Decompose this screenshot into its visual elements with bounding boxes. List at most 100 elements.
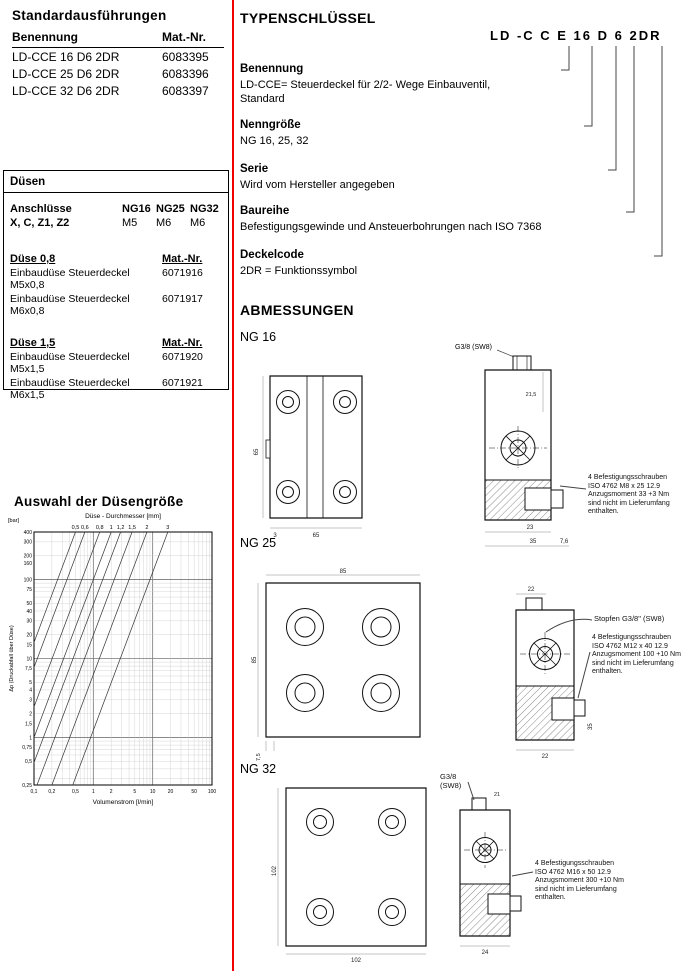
- chart-title: Auswahl der Düsengröße: [14, 494, 184, 509]
- svg-text:160: 160: [24, 561, 33, 567]
- red-column-divider: [232, 0, 234, 971]
- svg-text:3: 3: [166, 525, 169, 531]
- svg-text:2: 2: [29, 711, 32, 717]
- port-label: G3/8 (SW8): [455, 344, 492, 351]
- svg-text:0,2: 0,2: [48, 789, 55, 795]
- svg-text:1,5: 1,5: [128, 525, 136, 531]
- table-row: LD-CCE 25 D6 2DR 6083396: [12, 65, 224, 82]
- thread-ng32: M6: [190, 217, 206, 229]
- ng25-label: NG 25: [240, 536, 277, 550]
- standard-versions-section: Standardausführungen Benennung Mat.-Nr. …: [12, 8, 224, 99]
- ports-label: Anschlüsse: [10, 203, 72, 215]
- fastening-screw: [574, 700, 585, 716]
- ng25-front-view-drawing: 85 85 7,5: [252, 569, 433, 761]
- duese-15-header: Düse 1,5 Mat.-Nr.: [10, 337, 222, 349]
- part-name: LD-CCE 16 D6 2DR: [12, 50, 120, 64]
- divider: [4, 192, 228, 193]
- svg-text:21: 21: [494, 792, 500, 798]
- svg-text:Düse - Durchmesser [mm]: Düse - Durchmesser [mm]: [85, 513, 161, 520]
- thread-ng16: M5: [122, 217, 138, 229]
- svg-text:1: 1: [29, 735, 32, 741]
- svg-text:1: 1: [110, 525, 113, 531]
- ng32-side-view-drawing: 21 24: [430, 792, 530, 956]
- svg-text:Volumenstrom [l/min]: Volumenstrom [l/min]: [93, 799, 154, 806]
- part-name: LD-CCE 25 D6 2DR: [12, 67, 120, 81]
- column-header-matnr: Mat.-Nr.: [162, 30, 224, 48]
- section-title: Baureihe: [240, 205, 290, 217]
- svg-text:0,1: 0,1: [31, 789, 38, 795]
- list-item: Einbaudüse Steuerdeckel M6x1,5 6071921: [10, 377, 222, 401]
- part-number: 6083396: [162, 67, 209, 81]
- svg-text:7,5: 7,5: [256, 753, 262, 761]
- leader-nenngroesse: [584, 46, 593, 127]
- section-title: Deckelcode: [240, 249, 304, 261]
- abmessungen-title: ABMESSUNGEN: [240, 302, 354, 318]
- svg-text:30: 30: [26, 619, 32, 625]
- svg-text:200: 200: [24, 554, 33, 560]
- duese-name: Einbaudüse Steuerdeckel M6x1,5: [10, 377, 130, 401]
- svg-text:3: 3: [29, 698, 32, 704]
- group-matnr-label: Mat.-Nr.: [162, 253, 203, 265]
- section-title: Serie: [240, 163, 269, 175]
- svg-text:100: 100: [24, 577, 33, 583]
- ng32-col: NG32: [190, 203, 219, 215]
- svg-text:35: 35: [530, 539, 537, 545]
- type-section-deckelcode: Deckelcode 2DR = Funktionssymbol: [240, 248, 562, 278]
- part-number: 6083397: [162, 84, 209, 98]
- svg-text:[bar]: [bar]: [8, 518, 19, 524]
- leader-deckelcode: [654, 46, 663, 257]
- type-section-nenngroesse: Nenngröße NG 16, 25, 32: [240, 118, 562, 148]
- svg-text:Δp (Druckabfall über Düse): Δp (Druckabfall über Düse): [9, 625, 15, 692]
- svg-text:2: 2: [110, 789, 113, 795]
- svg-text:20: 20: [168, 789, 174, 795]
- type-section-benennung: Benennung LD-CCE= Steuerdeckel für 2/2- …: [240, 62, 562, 106]
- svg-text:85: 85: [340, 569, 347, 575]
- svg-text:3: 3: [273, 533, 277, 539]
- side-notch: [266, 440, 270, 458]
- svg-text:23: 23: [527, 525, 534, 531]
- svg-text:7,6: 7,6: [560, 539, 569, 545]
- leader-benennung: [561, 46, 570, 71]
- svg-text:400: 400: [24, 530, 33, 536]
- table-row: LD-CCE 32 D6 2DR 6083397: [12, 82, 224, 99]
- svg-text:35: 35: [588, 723, 594, 730]
- type-section-baureihe: Baureihe Befestigungsgewinde und Ansteue…: [240, 204, 562, 234]
- type-code: LD -C C E 16 D 6 2DR: [490, 28, 662, 43]
- svg-text:21,5: 21,5: [526, 392, 537, 398]
- typenschluessel-title: TYPENSCHLÜSSEL: [240, 10, 376, 26]
- bolt-hole-circles: [287, 609, 400, 712]
- section-title: Benennung: [240, 63, 304, 75]
- svg-text:85: 85: [252, 656, 258, 663]
- duesen-title: Düsen: [10, 176, 46, 188]
- ng25-side-view-drawing: 22 22 35: [490, 587, 594, 760]
- fastening-screw: [551, 490, 563, 508]
- svg-text:7,5: 7,5: [25, 666, 32, 672]
- duese-number: 6071921: [162, 377, 203, 389]
- ng16-front-view-drawing: 65 3 65: [254, 360, 380, 539]
- bolt-hole-circles: [307, 809, 406, 926]
- ng16-label: NG 16: [240, 330, 277, 344]
- duesen-header-row: Anschlüsse NG16 NG25 NG32: [10, 203, 222, 215]
- top-port-stub: [513, 356, 531, 370]
- svg-text:22: 22: [528, 587, 535, 593]
- svg-text:1: 1: [92, 789, 95, 795]
- top-port-stub: [472, 798, 486, 810]
- ng16-fastening-note: 4 Befestigungsschrauben ISO 4762 M8 x 25…: [588, 474, 670, 515]
- ng25-fastening-note: 4 Befestigungsschrauben ISO 4762 M12 x 4…: [592, 634, 681, 675]
- svg-text:0,8: 0,8: [96, 525, 104, 531]
- ng32-front-view-drawing: 102 102: [272, 776, 436, 964]
- type-section-serie: Serie Wird vom Hersteller angegeben: [240, 162, 562, 192]
- ng32-port-label: G3/8 (SW8): [440, 772, 462, 790]
- duese-08-header: Düse 0,8 Mat.-Nr.: [10, 253, 222, 265]
- list-item: Einbaudüse Steuerdeckel M5x0,8 6071916: [10, 267, 222, 291]
- duese-number: 6071916: [162, 267, 203, 279]
- section-text: NG 16, 25, 32: [240, 135, 309, 147]
- thread-ng25: M6: [156, 217, 172, 229]
- svg-text:20: 20: [26, 633, 32, 639]
- svg-text:15: 15: [26, 642, 32, 648]
- svg-text:4: 4: [29, 688, 32, 694]
- list-item: Einbaudüse Steuerdeckel M6x0,8 6071917: [10, 293, 222, 317]
- ng32-label: NG 32: [240, 762, 277, 776]
- fastening-screw: [510, 896, 521, 911]
